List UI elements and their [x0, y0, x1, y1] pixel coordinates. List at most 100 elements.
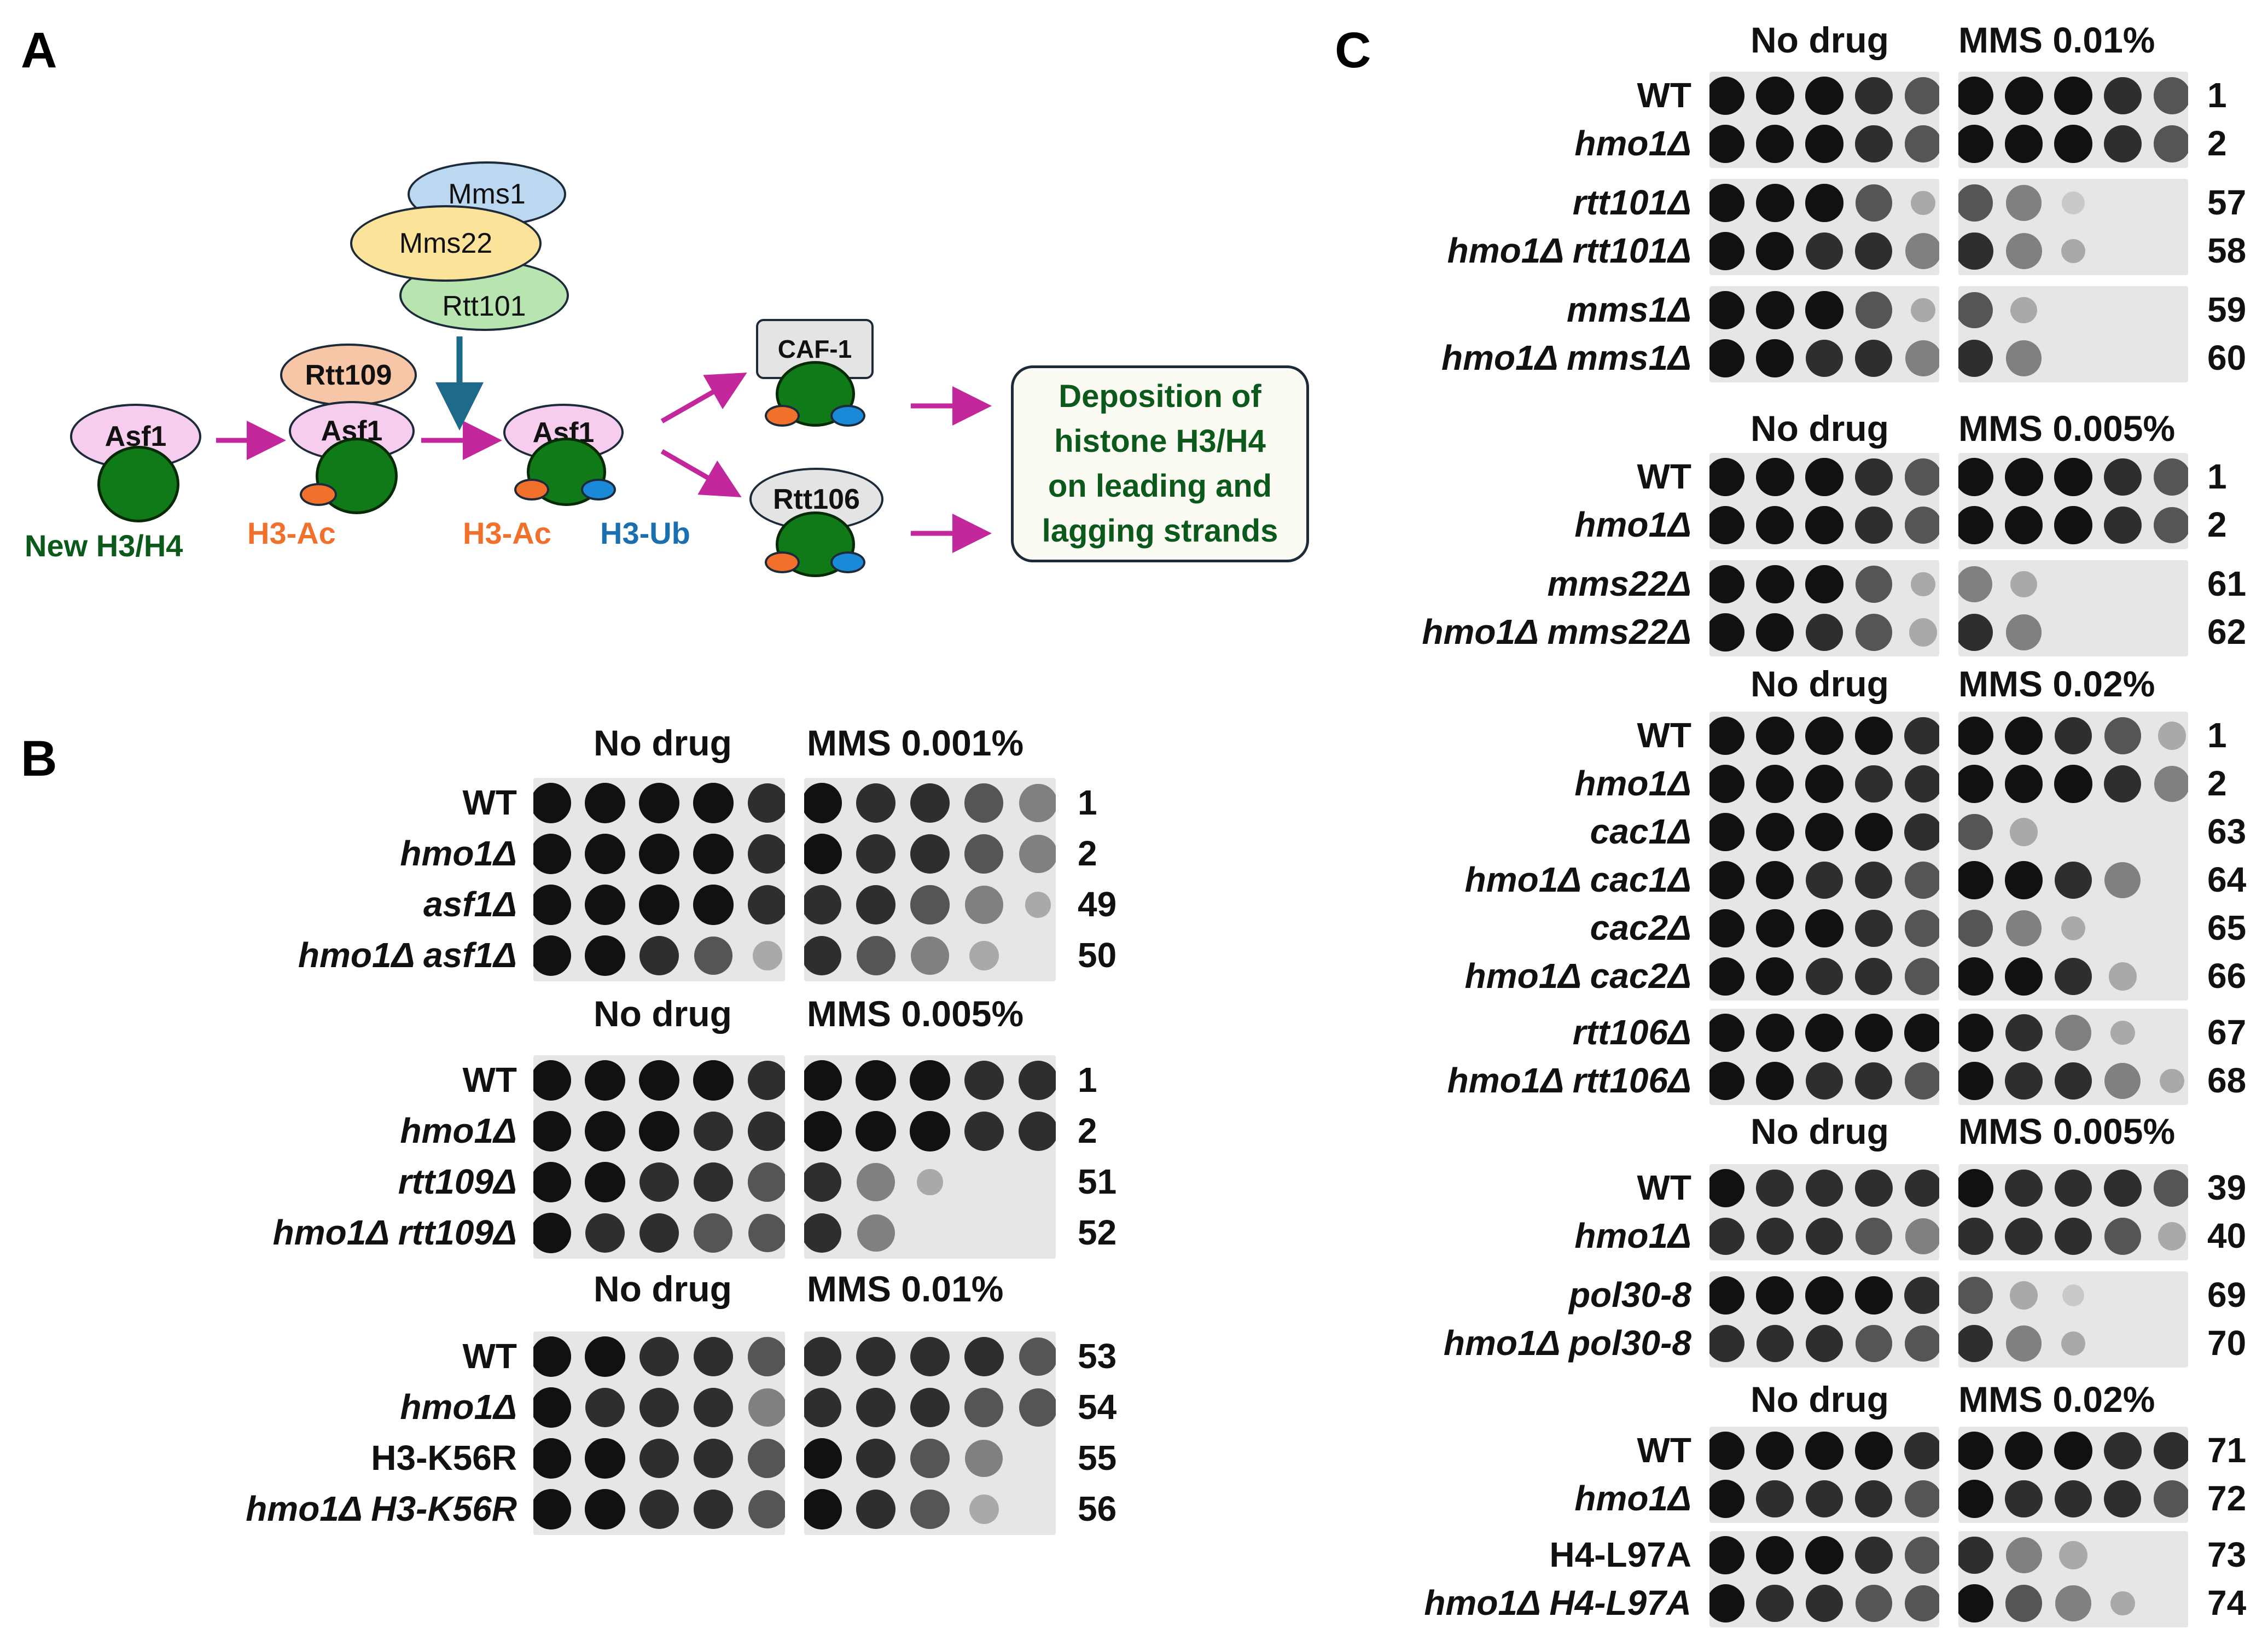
colony-spot: [1709, 565, 1745, 603]
mms-plate: [1958, 72, 2188, 168]
colony-spot: [1709, 1169, 1745, 1207]
colony-spot: [1958, 76, 1994, 115]
colony-spot: [1904, 1432, 1939, 1470]
colony-spot: [1709, 1324, 1744, 1363]
strain-label: cac2Δ: [1590, 908, 1691, 947]
colony-spot: [1756, 1432, 1794, 1470]
colony-spot: [2005, 1585, 2043, 1622]
colony-spot: [533, 1489, 571, 1529]
strain-label: rtt101Δ: [1572, 183, 1691, 222]
colony-spot: [910, 885, 950, 924]
colony-spot: [1958, 813, 1993, 851]
colony-spot: [804, 1387, 842, 1428]
colony-spot: [2062, 191, 2085, 214]
colony-spot: [1755, 183, 1794, 222]
colony-spot: [1755, 290, 1794, 329]
colony-spot: [1855, 184, 1892, 222]
colony-spot: [1854, 1432, 1893, 1470]
colony-spot: [1805, 184, 1844, 222]
panel-a-label: A: [21, 22, 57, 78]
colony-spot: [1755, 76, 1794, 115]
strain-label: hmo1Δ rtt109Δ: [272, 1213, 517, 1252]
colony-spot: [965, 886, 1003, 924]
colony-spot: [2006, 340, 2042, 376]
colony-spot: [1709, 860, 1745, 899]
colony-spot: [804, 1213, 842, 1253]
mms-heading: MMS 0.005%: [807, 993, 1024, 1034]
mms22-protein: Mms22: [350, 205, 542, 282]
colony-spot: [910, 1336, 950, 1377]
colony-spot: [910, 834, 950, 874]
no-drug-plate: [533, 1331, 785, 1535]
colony-spot: [1958, 292, 1993, 329]
strain-label: hmo1Δ asf1Δ: [298, 935, 517, 975]
colony-spot: [1756, 506, 1794, 544]
strain-number: 66: [2207, 956, 2247, 996]
acetyl-mark: [765, 405, 800, 427]
colony-spot: [747, 1060, 785, 1101]
strain-label: hmo1Δ: [400, 1111, 517, 1150]
h3ac-label: H3-Ac: [247, 516, 336, 550]
strain-label: WT: [1637, 75, 1692, 115]
colony-spot: [1755, 565, 1794, 603]
strain-label: WT: [1637, 1430, 1692, 1470]
colony-spot: [1854, 765, 1893, 803]
colony-spot: [1904, 813, 1939, 851]
strain-label: rtt106Δ: [1572, 1013, 1691, 1052]
colony-spot: [2009, 818, 2038, 846]
colony-spot: [1709, 339, 1745, 377]
colony-spot: [1958, 764, 1994, 803]
colony-spot: [1904, 1170, 1939, 1207]
mms-heading: MMS 0.02%: [1958, 1379, 2155, 1420]
colony-spot: [1904, 1062, 1939, 1100]
colony-spot: [2104, 765, 2142, 802]
colony-spot: [856, 1489, 896, 1529]
strain-number: 1: [2207, 457, 2227, 496]
strain-label: hmo1Δ cac1Δ: [1464, 860, 1691, 899]
colony-spot: [1805, 506, 1844, 544]
colony-spot: [1904, 717, 1939, 755]
strain-label: rtt109Δ: [398, 1162, 517, 1201]
colony-spot: [856, 1438, 896, 1479]
colony-spot: [1958, 1277, 1993, 1314]
colony-spot: [2005, 717, 2043, 755]
colony-spot: [804, 885, 842, 925]
colony-spot: [585, 1111, 626, 1152]
strain-label: WT: [1637, 1168, 1692, 1207]
colony-spot: [2006, 1325, 2042, 1362]
strain-label: asf1Δ: [423, 885, 517, 924]
colony-spot: [639, 1060, 679, 1101]
colony-spot: [533, 885, 572, 925]
colony-spot: [693, 1490, 733, 1529]
colony-spot: [2055, 862, 2092, 899]
colony-spot: [693, 783, 734, 823]
colony-spot: [1755, 909, 1794, 947]
colony-spot: [1905, 1218, 1939, 1254]
colony-spot: [1958, 717, 1994, 755]
colony-spot: [639, 936, 679, 975]
colony-spot: [1805, 1480, 1844, 1518]
strain-number: 50: [1078, 935, 1117, 975]
strain-number: 62: [2207, 612, 2247, 652]
colony-spot: [1958, 1217, 1993, 1255]
colony-spot: [910, 1060, 950, 1101]
strain-number: 52: [1078, 1213, 1117, 1252]
colony-spot: [1709, 1431, 1745, 1470]
strain-number: 2: [1078, 834, 1097, 873]
colony-spot: [1958, 1014, 1994, 1052]
mms-heading: MMS 0.005%: [1958, 1111, 2176, 1152]
no-drug-plate: [1709, 1009, 1939, 1105]
colony-spot: [1905, 1585, 1939, 1622]
mms-plate: [1958, 1271, 2188, 1368]
mms-plate: [1958, 179, 2188, 275]
colony-spot: [2061, 916, 2086, 941]
strain-number: 68: [2207, 1061, 2247, 1100]
colony-spot: [1855, 958, 1893, 995]
mms-heading: MMS 0.01%: [1958, 20, 2155, 60]
colony-spot: [911, 937, 949, 975]
colony-spot: [585, 935, 625, 976]
colony-spot: [2054, 506, 2092, 544]
arrow-to-rtt106: [660, 449, 742, 497]
panel-a-arrows: [216, 336, 992, 553]
strain-number: 57: [2207, 183, 2247, 222]
